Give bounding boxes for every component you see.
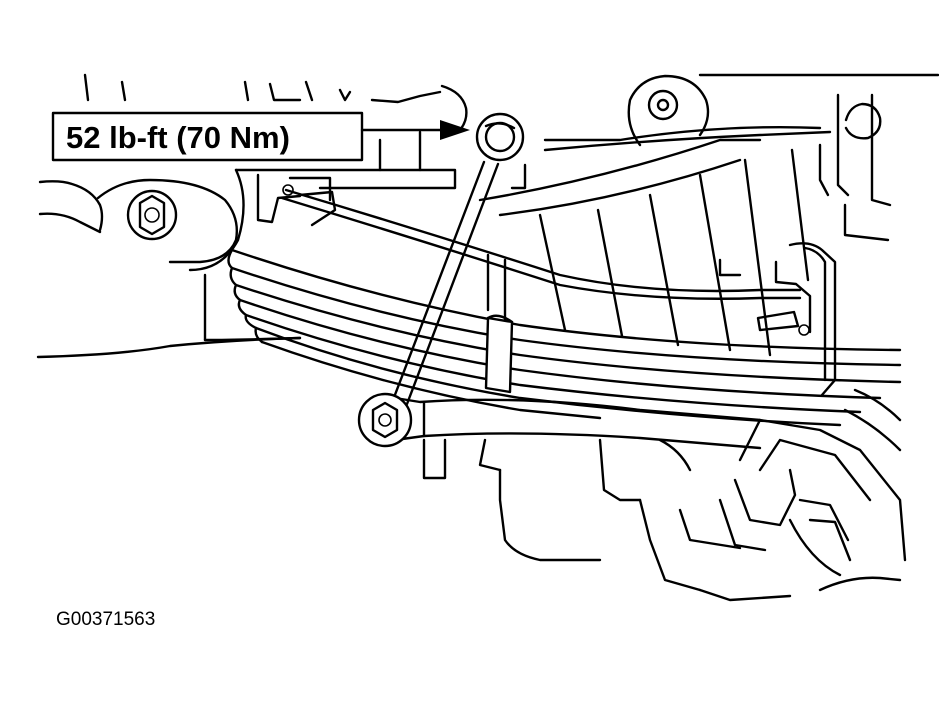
spring-pack-upper	[478, 138, 810, 357]
leaf-spring	[227, 248, 902, 427]
axle-bracket	[256, 173, 337, 227]
callout-arrow	[360, 120, 470, 140]
frame-boss-right	[844, 102, 882, 140]
link-lower-nut	[357, 392, 413, 448]
torque-callout: 52 lb-ft (70 Nm)	[51, 111, 364, 162]
axle-housing	[422, 438, 902, 602]
ground-line	[36, 336, 302, 359]
link-upper-bushing	[475, 112, 525, 162]
frame-boss	[627, 74, 710, 147]
figure-id: G00371563	[56, 609, 155, 630]
spring-clamp	[484, 314, 514, 394]
frame-rail	[83, 73, 939, 242]
brake-line	[280, 188, 802, 300]
spring-shackle	[718, 242, 837, 397]
stabilizer-link	[391, 160, 500, 406]
stabilizer-bar	[393, 396, 762, 450]
torque-spec-label: 52 lb-ft (70 Nm)	[66, 120, 290, 155]
spring-hanger	[38, 168, 302, 342]
brake-assembly	[678, 388, 907, 577]
eye-bolt	[126, 189, 178, 241]
